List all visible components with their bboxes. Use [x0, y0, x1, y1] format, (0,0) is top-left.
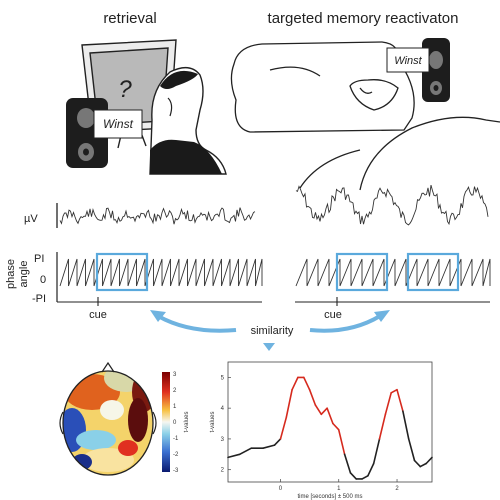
- significant-line-segment: [314, 404, 323, 416]
- cue-word-right: Winst: [394, 55, 422, 67]
- topographic-map: [59, 361, 157, 476]
- line-segment: [349, 471, 358, 480]
- highlight-window-tmr-1: [335, 252, 389, 292]
- phase-trace-right: [295, 258, 491, 287]
- x-tick-label: 1: [337, 486, 341, 492]
- y-tick-label: 2: [221, 468, 225, 474]
- left-ear-icon: [59, 411, 64, 435]
- colorbar: [162, 372, 170, 472]
- highlight-window-retrieval: [95, 252, 149, 292]
- phase-tick-zero: 0: [40, 274, 46, 286]
- angle-label: angle: [18, 261, 30, 288]
- phase-trace-left: [59, 258, 263, 287]
- similarity-arrow-down: [263, 343, 275, 351]
- y-tick-label: 3: [221, 437, 225, 443]
- right-ear-icon: [152, 411, 157, 435]
- significant-line-segment: [337, 428, 346, 456]
- colorbar-tick: -1: [173, 436, 179, 442]
- line-segment: [227, 453, 241, 459]
- significant-line-segment: [326, 407, 334, 425]
- significant-line-segment: [320, 407, 328, 416]
- phase-tick-pi: PI: [34, 253, 44, 265]
- similarity-arrow-right: [309, 314, 382, 333]
- nose-icon: [101, 361, 115, 373]
- word-card-right: [386, 47, 430, 73]
- title-tmr: targeted memory reactivaton: [268, 10, 459, 27]
- line-segment: [343, 453, 352, 474]
- line-segment: [407, 438, 416, 462]
- eeg-trace-right: [295, 184, 489, 226]
- line-segment: [361, 474, 369, 480]
- x-tick-label: 2: [395, 486, 399, 492]
- phase-label: phase: [5, 259, 17, 289]
- similarity-arrowhead-left: [150, 310, 166, 322]
- x-axis-label: time [seconds] ± 500 ms: [298, 494, 363, 500]
- significant-line-segment: [332, 422, 340, 431]
- significant-line-segment: [308, 388, 317, 406]
- significant-line-segment: [279, 416, 288, 440]
- line-segment: [372, 438, 381, 465]
- colorbar-label: t-values: [184, 411, 190, 432]
- colorbar-tick: -2: [173, 452, 179, 458]
- significant-line-segment: [378, 413, 387, 440]
- colorbar-tick: 1: [173, 404, 177, 410]
- line-segment: [419, 462, 428, 468]
- similarity-arrowhead-right: [374, 310, 390, 322]
- significant-line-segment: [285, 388, 293, 419]
- title-retrieval: retrieval: [103, 10, 156, 27]
- similarity-label: similarity: [251, 325, 294, 337]
- line-segment: [413, 459, 422, 468]
- y-tick-label: 4: [221, 406, 225, 412]
- word-card-left: [93, 109, 143, 139]
- cue-label-left: cue: [89, 309, 107, 321]
- phase-tick-minus-pi: -PI: [32, 293, 46, 305]
- line-segment: [425, 456, 433, 465]
- tvalue-line-chart: 2 3 4 5 0 1 2 time [seconds] ± 500 ms t-values: [210, 361, 433, 500]
- line-segment: [367, 462, 375, 477]
- significant-line-segment: [302, 376, 311, 391]
- y-tick-label: 5: [221, 375, 225, 381]
- cue-label-right: cue: [324, 309, 342, 321]
- significant-line-segment: [396, 388, 404, 413]
- question-mark: ?: [118, 76, 132, 103]
- line-segment: [262, 444, 276, 450]
- y-axis-label: t-values: [210, 411, 216, 432]
- highlight-window-tmr-2: [406, 252, 460, 292]
- colorbar-tick: 2: [173, 388, 177, 394]
- eeg-trace-left: [59, 207, 256, 225]
- significant-line-segment: [384, 391, 393, 416]
- x-tick-label: 0: [279, 486, 283, 492]
- line-segment: [273, 438, 282, 446]
- line-segment: [238, 447, 253, 456]
- colorbar-tick: 0: [173, 420, 177, 426]
- colorbar-tick: -3: [173, 468, 179, 474]
- significant-line-segment: [291, 376, 299, 391]
- line-segment: [402, 410, 410, 440]
- significant-line-segment: [390, 388, 398, 394]
- person-illustration: [149, 67, 227, 175]
- cue-word-left: Winst: [103, 117, 134, 131]
- sleeping-person-illustration: [230, 41, 500, 191]
- colorbar-tick: 3: [173, 372, 177, 378]
- amplitude-unit-label: µV: [24, 213, 38, 225]
- chart-frame: [227, 361, 433, 483]
- colorbar-ticks: 3 2 1 0 -1 -2 -3: [173, 372, 179, 474]
- similarity-arrow-left: [157, 314, 237, 333]
